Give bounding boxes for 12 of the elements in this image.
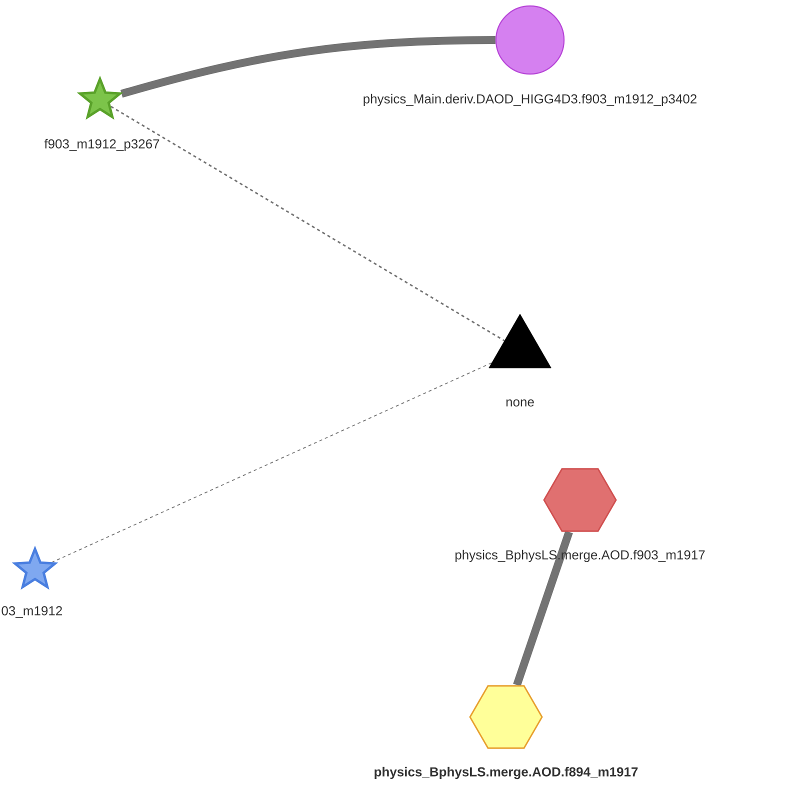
connector-line [513, 530, 573, 686]
connector-line [120, 36, 496, 98]
node-label: physics_Main.deriv.DAOD_HIGG4D3.f903_m1912_p3402 [364, 94, 696, 106]
node-label: 03_m1912 [2, 606, 62, 618]
node-label: physics_BphysLS.merge.AOD.f894_m1917 [374, 766, 638, 780]
node-label: none [506, 399, 534, 407]
hexagon-node: physics_BphysLS.merge.AOD.f894_m1917 [374, 685, 638, 780]
connector-line [52, 362, 492, 563]
node-label: f903_m1912_p3267 [44, 138, 160, 152]
triangle-node: none [488, 314, 552, 407]
connector-line [110, 106, 505, 342]
circle-node: physics_Main.deriv.DAOD_HIGG4D3.f903_m1912_p3402 [364, 5, 696, 106]
